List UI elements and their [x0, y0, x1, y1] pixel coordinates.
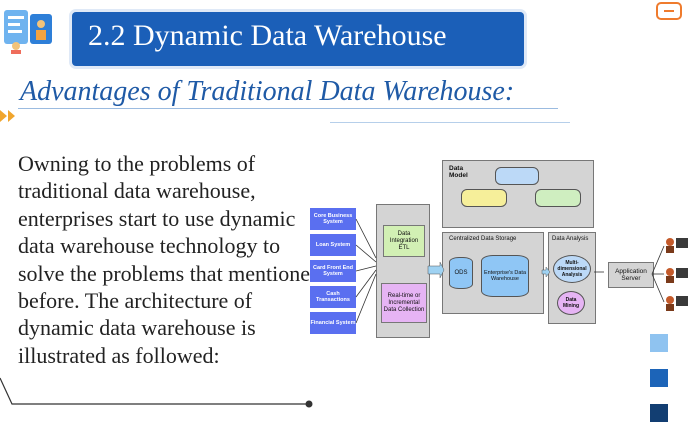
clipboard-people-icon — [4, 10, 52, 54]
model-box-right — [535, 189, 581, 207]
source-cash-transactions: Cash Transactions — [310, 286, 356, 308]
decor-square-dark — [650, 404, 668, 422]
analysis-block: Data Analysis Multi-dimensional Analysis… — [548, 232, 596, 324]
decor-square-mid — [650, 369, 668, 387]
model-box-left — [461, 189, 507, 207]
source-card-front-end: Card Front End System — [310, 260, 356, 282]
data-model-block: Data Model — [442, 160, 594, 228]
source-financial: Financial System — [310, 312, 356, 334]
analysis-label: Data Analysis — [552, 236, 589, 242]
architecture-diagram: Core Business System Loan System Card Fr… — [308, 158, 604, 338]
user-at-computer-icon — [666, 268, 688, 283]
decor-square-light — [650, 334, 668, 352]
user-at-computer-icon — [666, 238, 688, 253]
ods-cylinder: ODS — [449, 257, 473, 289]
application-server: Application Server — [608, 262, 654, 288]
subtitle-underline-2 — [330, 122, 570, 123]
diagram-connectors — [355, 218, 604, 324]
user-at-computer-icon — [666, 296, 688, 311]
multi-dim-analysis: Multi-dimensional Analysis — [553, 255, 591, 283]
slide-subtitle: Advantages of Traditional Data Warehouse… — [20, 76, 515, 107]
slide-title: 2.2 Dynamic Data Warehouse — [88, 19, 447, 52]
data-model-label: Data Model — [449, 165, 468, 179]
integration-box: Data Integration ETL — [383, 225, 425, 257]
data-mining: Data Mining — [557, 291, 585, 315]
slide-body: Owning to the problems of traditional da… — [18, 151, 322, 368]
source-systems: Core Business System Loan System Card Fr… — [310, 208, 356, 336]
source-core-business: Core Business System — [310, 208, 356, 230]
etl-block: Data Integration ETL Real-time or Increm… — [376, 204, 430, 338]
double-arrow-icon — [0, 110, 15, 122]
server-client-lines — [651, 245, 665, 303]
edw-cylinder: Enterprise's Data Warehouse — [481, 255, 529, 297]
realtime-box: Real-time or Incremental Data Collection — [381, 283, 427, 323]
storage-block: Centralized Data Storage ODS Enterprise'… — [442, 232, 544, 314]
title-bar — [72, 12, 524, 66]
model-box-top — [495, 167, 539, 185]
close-window-icon[interactable] — [656, 2, 682, 20]
subtitle-underline — [18, 108, 558, 109]
source-loan: Loan System — [310, 234, 356, 256]
storage-label: Centralized Data Storage — [449, 236, 517, 242]
connector-line — [0, 377, 313, 408]
